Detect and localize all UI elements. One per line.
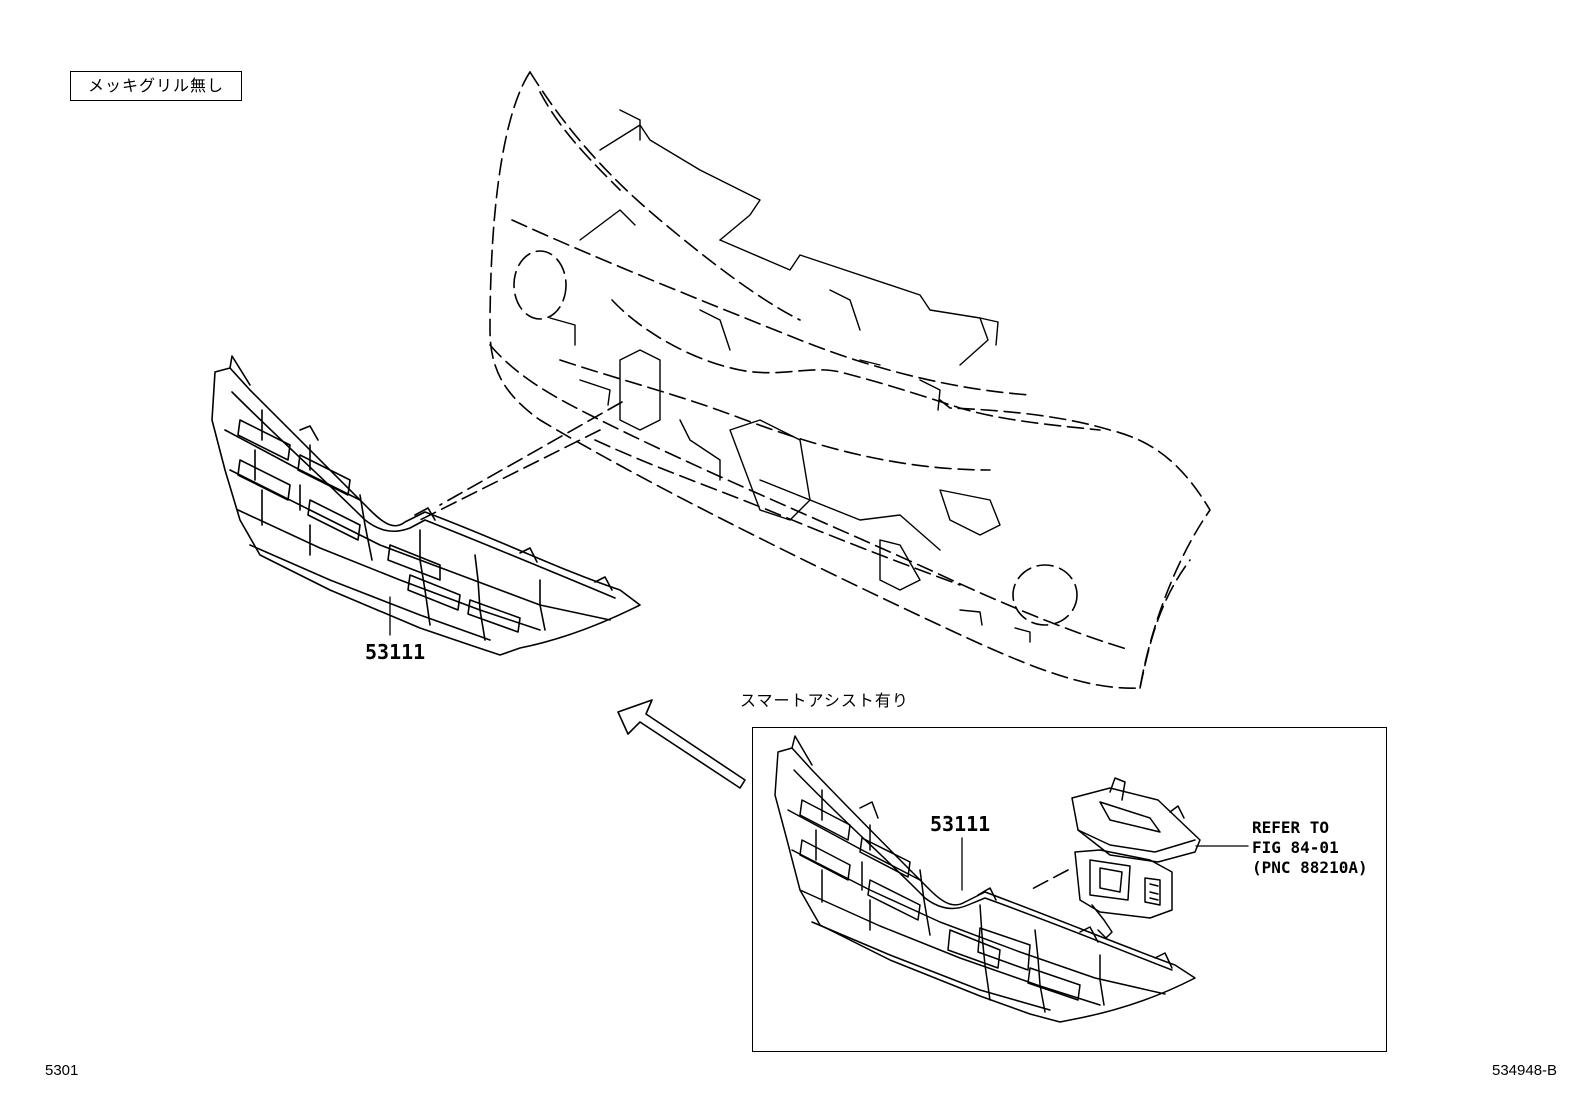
radiator-grille-main [211,355,641,656]
radiator-grille-inset [774,735,1196,1023]
front-bumper [419,71,1211,891]
reference-line-2: FIG 84-01 [1252,838,1339,857]
inset-frame [752,727,1387,1052]
inset-part-number-label: 53111 [930,812,991,836]
condition-label: メッキグリル無し [70,71,242,101]
inset-caption: スマートアシスト有り [740,691,909,710]
large-arrow-icon [617,699,746,789]
reference-line-1: REFER TO [1252,818,1330,837]
reference-line-3: (PNC 88210A) [1252,858,1368,877]
bumper-reinforcement [549,109,1031,643]
illustration-id: 534948-B [1492,1062,1558,1079]
figure-code: 5301 [45,1062,79,1079]
part-number-label: 53111 [365,640,426,664]
radar-sensor-assembly [1071,777,1249,939]
